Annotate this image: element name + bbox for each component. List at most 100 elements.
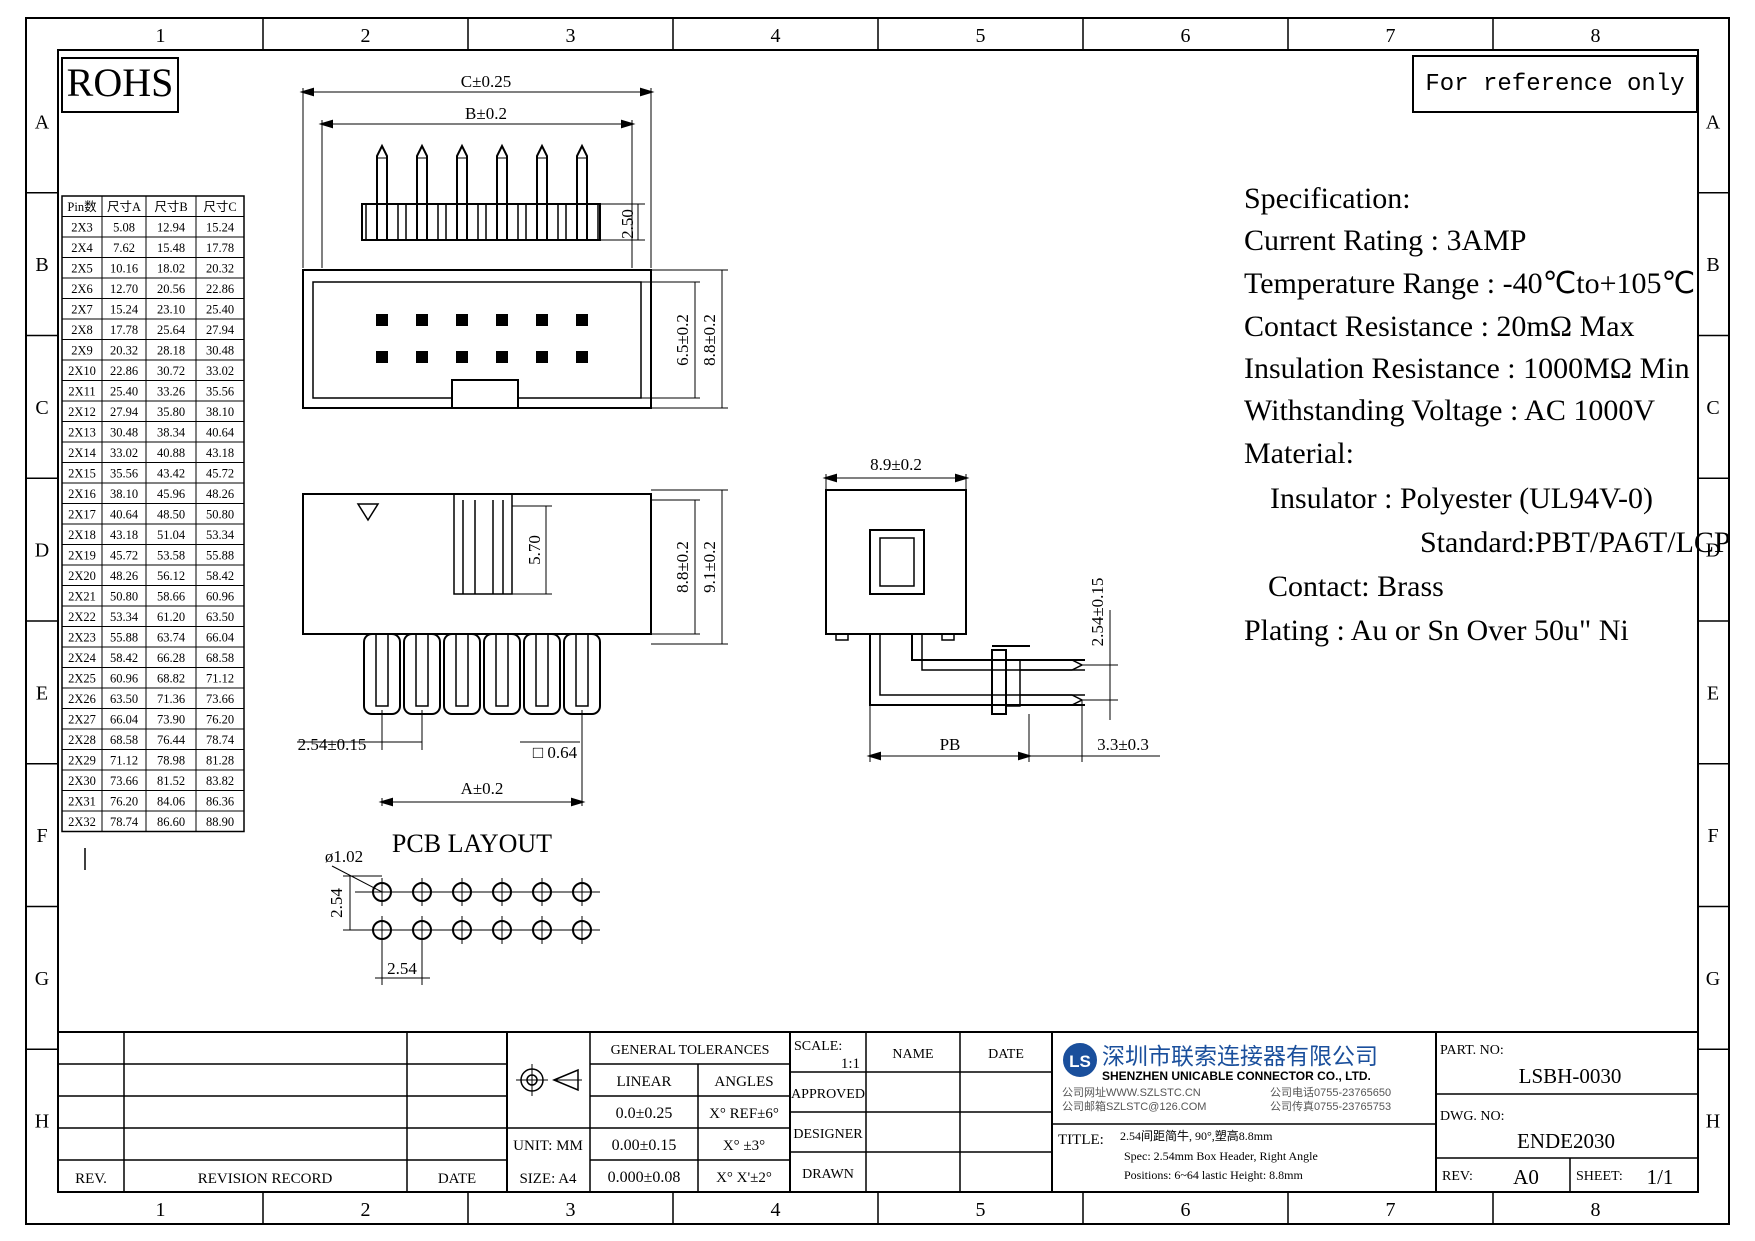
table-cell: 81.52: [157, 774, 185, 788]
rev-column-label: REV.: [75, 1171, 107, 1187]
dim-tail: 3.3±0.3: [1097, 735, 1149, 754]
table-cell: 60.96: [110, 672, 138, 686]
table-cell: 35.56: [110, 467, 138, 481]
drawn-label: DRAWN: [802, 1167, 854, 1182]
table-cell: 48.50: [157, 508, 185, 522]
table-cell: 22.86: [110, 364, 138, 378]
spec-voltage: Withstanding Voltage : AC 1000V: [1244, 394, 1655, 427]
table-cell: 63.50: [110, 692, 138, 706]
table-cell: 17.78: [206, 241, 234, 255]
grid-col-bottom-6: 6: [1181, 1199, 1191, 1221]
grid-row-right-E: E: [1707, 682, 1719, 704]
table-cell: 78.74: [206, 733, 235, 747]
grid-col-top-1: 1: [156, 25, 166, 47]
grid-col-bottom-3: 3: [566, 1199, 576, 1221]
dim-pin-square: □ 0.64: [533, 743, 578, 762]
table-cell: 30.48: [206, 344, 234, 358]
dim-c: C±0.25: [461, 72, 511, 91]
dim-overall-height: 9.1±0.2: [700, 541, 719, 593]
revision-date-label: DATE: [438, 1171, 476, 1187]
table-cell: 61.20: [157, 610, 185, 624]
table-cell: 2X13: [68, 426, 96, 440]
table-cell: 40.64: [110, 508, 139, 522]
table-cell: 10.16: [110, 262, 138, 276]
table-cell: 25.40: [110, 385, 138, 399]
table-cell: 50.80: [110, 590, 138, 604]
title-block: [58, 1031, 1698, 1192]
table-cell: 2X23: [68, 631, 96, 645]
table-cell: 2X32: [68, 815, 96, 829]
company-name-en: SHENZHEN UNICABLE CONNECTOR CO., LTD.: [1102, 1069, 1371, 1083]
table-cell: 2X19: [68, 549, 96, 563]
company-website: 公司网址WWW.SZLSTC.CN: [1062, 1085, 1201, 1099]
table-cell: 73.90: [157, 713, 185, 727]
table-cell: 68.58: [206, 651, 234, 665]
grid-col-top-2: 2: [361, 25, 371, 47]
table-cell: 2X6: [71, 282, 93, 296]
table-cell: 2X3: [71, 221, 93, 235]
table-cell: 66.04: [110, 713, 139, 727]
table-cell: 76.20: [110, 795, 138, 809]
tolerance-angle-1: X° REF±6°: [709, 1106, 779, 1122]
dim-body-height: 8.8±0.2: [700, 314, 719, 366]
table-cell: 17.78: [110, 323, 138, 337]
grid-col-top-8: 8: [1591, 25, 1601, 47]
grid-row-right-H: H: [1706, 1111, 1720, 1133]
spec-contact-resistance: Contact Resistance : 20mΩ Max: [1244, 310, 1635, 343]
dim-pb: PB: [940, 735, 961, 754]
table-cell: 56.12: [157, 569, 185, 583]
company-logo: LS: [1069, 1052, 1091, 1071]
table-header-cell: 尺寸B: [154, 200, 187, 214]
tolerance-linear-3: 0.000±0.08: [608, 1169, 681, 1186]
table-cell: 53.34: [206, 528, 235, 542]
table-header-cell: 尺寸C: [203, 200, 236, 214]
tolerance-linear-1: 0.0±0.25: [616, 1105, 673, 1122]
rev-field-label: REV:: [1442, 1169, 1473, 1184]
dwg-no: ENDE2030: [1517, 1129, 1615, 1153]
table-cell: 53.34: [110, 610, 139, 624]
grid-row-right-F: F: [1707, 825, 1718, 847]
table-cell: 66.28: [157, 651, 185, 665]
table-cell: 33.02: [206, 364, 234, 378]
table-cell: 2X21: [68, 590, 96, 604]
sheet-label: SHEET:: [1576, 1169, 1623, 1184]
spec-standard: Standard:PBT/PA6T/LCP: [1420, 526, 1731, 559]
grid-row-right-G: G: [1706, 968, 1720, 990]
company-email: 公司邮箱SZLSTC@126.COM: [1062, 1099, 1206, 1113]
table-cell: 66.04: [206, 631, 235, 645]
table-cell: 2X12: [68, 405, 96, 419]
spec-material: Material:: [1244, 437, 1354, 470]
part-no: LSBH-0030: [1519, 1064, 1622, 1088]
table-cell: 43.18: [206, 446, 234, 460]
grid-col-bottom-1: 1: [156, 1199, 166, 1221]
table-cell: 2X16: [68, 487, 96, 501]
table-cell: 2X7: [71, 303, 93, 317]
scale-label: SCALE:: [794, 1039, 842, 1054]
table-cell: 51.04: [157, 528, 186, 542]
title-block-text: REV. REVISION RECORD DATE UNIT: MM SIZE:…: [75, 1039, 1673, 1189]
approved-label: APPROVED: [791, 1087, 865, 1102]
title-label: TITLE:: [1058, 1132, 1104, 1148]
grid-col-top-5: 5: [976, 25, 986, 47]
grid-col-bottom-8: 8: [1591, 1199, 1601, 1221]
table-cell: 2X26: [68, 692, 96, 706]
table-cell: 43.18: [110, 528, 138, 542]
table-cell: 28.18: [157, 344, 185, 358]
table-cell: 20.56: [157, 282, 185, 296]
table-cell: 40.64: [206, 426, 235, 440]
tolerance-linear-2: 0.00±0.15: [612, 1137, 677, 1154]
spec-insulation-resistance: Insulation Resistance : 1000MΩ Min: [1244, 352, 1690, 385]
table-cell: 40.88: [157, 446, 185, 460]
grid-col-bottom-5: 5: [976, 1199, 986, 1221]
table-cell: 71.12: [206, 672, 234, 686]
pcb-layout: [331, 865, 600, 985]
title-line-1: 2.54间距简牛, 90°,塑高8.8mm: [1120, 1128, 1273, 1143]
table-cell: 63.74: [157, 631, 186, 645]
unit-label: UNIT: MM: [513, 1138, 583, 1154]
table-cell: 73.66: [110, 774, 138, 788]
top-view: [299, 87, 728, 409]
grid-col-bottom-4: 4: [771, 1199, 781, 1221]
